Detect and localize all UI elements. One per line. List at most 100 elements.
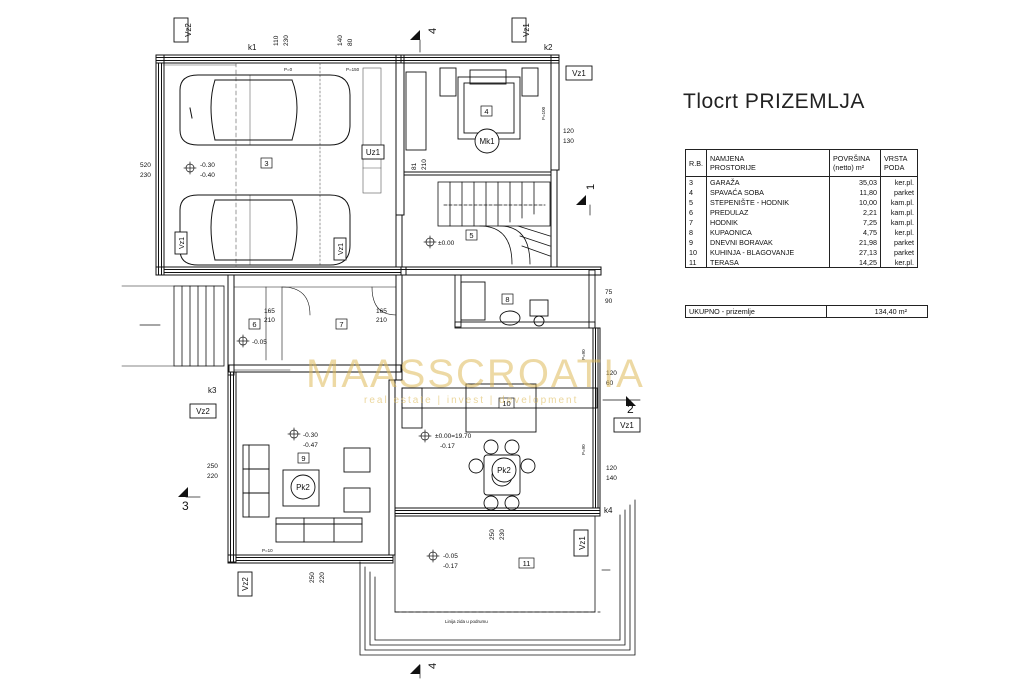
cell-area: 2,21 (829, 207, 881, 217)
total-label: UKUPNO - prizemlje (685, 305, 827, 318)
cell-rb: 8 (685, 227, 707, 237)
corner-k4: k4 (604, 506, 613, 515)
dim-230b: 230 (140, 172, 151, 179)
vz-top-left: Vz2 (184, 23, 193, 37)
dim-210c: 210 (376, 317, 387, 324)
room-8-label: 8 (505, 295, 509, 304)
dim-80: 80 (347, 38, 354, 46)
cell-floor: kam.pl. (880, 217, 918, 227)
level-kitchen-2: -0.17 (440, 443, 455, 450)
cell-area: 4,75 (829, 227, 881, 237)
vz-right-2: Vz1 (620, 421, 634, 430)
cell-rb: 5 (685, 197, 707, 207)
total-table: UKUPNO - prizemlje 134,40 m² (685, 305, 928, 318)
section-arrows (178, 30, 636, 674)
cell-area: 10,00 (829, 197, 881, 207)
dim-250a: 250 (207, 463, 218, 470)
cell-name: TERASA (706, 257, 830, 268)
cell-area: 14,25 (829, 257, 881, 268)
cell-floor: parket (880, 237, 918, 247)
plan-title: Tlocrt PRIZEMLJA (683, 90, 865, 113)
car-top (179, 74, 351, 146)
cell-rb: 3 (685, 176, 707, 187)
cell-rb: 11 (685, 257, 707, 268)
cell-name: HODNIK (706, 217, 830, 227)
pk2-living-tag: Pk2 (296, 483, 310, 492)
cell-area: 11,80 (829, 187, 881, 197)
living-furniture (242, 444, 371, 543)
cell-rb: 9 (685, 237, 707, 247)
dim-230c: 230 (499, 529, 506, 540)
cell-name: SPAVAĆA SOBA (706, 187, 830, 197)
cell-floor: parket (880, 187, 918, 197)
cell-rb: 4 (685, 187, 707, 197)
room-11-label: 11 (523, 559, 531, 568)
pk2-kitchen-tag: Pk2 (497, 466, 511, 475)
room-4-label: 4 (484, 107, 488, 116)
cell-floor: ker.pl. (880, 176, 918, 187)
note-p10: P=10 (262, 548, 273, 553)
section-2: 2 (627, 402, 634, 416)
level-predulaz: -0.05 (252, 339, 267, 346)
section-3: 3 (182, 499, 189, 513)
dim-81: 81 (411, 162, 418, 170)
cell-name: KUPAONICA (706, 227, 830, 237)
note-p90a: P=90 (581, 349, 586, 360)
dim-110: 110 (273, 35, 280, 46)
header-floor: VRSTA PODA (880, 149, 918, 177)
dim-250b: 250 (489, 529, 496, 540)
level-living-2: -0.47 (303, 442, 318, 449)
level-garage-1: -0.30 (200, 162, 215, 169)
dim-120a: 120 (563, 128, 574, 135)
cell-rb: 7 (685, 217, 707, 227)
cell-area: 35,03 (829, 176, 881, 187)
terrace-outline (359, 499, 636, 656)
cell-area: 7,25 (829, 217, 881, 227)
dim-520: 520 (140, 162, 151, 169)
dim-120b: 120 (606, 370, 617, 377)
dim-220a: 220 (207, 473, 218, 480)
level-living-1: -0.30 (303, 432, 318, 439)
bath (454, 269, 596, 329)
dim-165a: 165 (264, 308, 275, 315)
vz-garage-b: Vz1 (338, 243, 345, 255)
note-p100: P=100 (541, 106, 546, 120)
room-6-label: 6 (252, 320, 256, 329)
vz-top-right: Vz1 (522, 23, 531, 37)
section-lines (139, 39, 641, 679)
vz-bottom: Vz2 (241, 577, 250, 591)
header-rb: R.B. (685, 149, 707, 177)
note-terrace: Linija zida u podrumu (445, 619, 488, 624)
level-stair: ±0.00 (438, 240, 455, 247)
room-table: R.B. NAMJENA PROSTORIJE POVRŠINA (netto)… (685, 149, 918, 268)
entry-walls (227, 274, 403, 381)
vz-right-1: Vz1 (572, 69, 586, 78)
room-table-header: R.B. NAMJENA PROSTORIJE POVRŠINA (netto)… (685, 149, 918, 177)
note-p0: P=0 (284, 67, 293, 72)
room-10-label: 10 (502, 399, 510, 408)
dim-210a: 210 (421, 159, 428, 170)
garage-door-frame (162, 62, 382, 268)
room-7-label: 7 (339, 320, 343, 329)
note-p90b: P=90 (581, 444, 586, 455)
total-value: 134,40 m² (826, 305, 928, 318)
vz-tags (173, 17, 641, 597)
cell-floor: ker.pl. (880, 227, 918, 237)
dim-220b: 220 (319, 572, 326, 583)
header-name: NAMJENA PROSTORIJE (706, 149, 830, 177)
cell-area: 21,98 (829, 237, 881, 247)
cell-area: 27,13 (829, 247, 881, 257)
note-p150: P=150 (346, 67, 360, 72)
dim-230: 230 (283, 35, 290, 46)
corner-k1: k1 (248, 43, 257, 52)
cell-rb: 10 (685, 247, 707, 257)
dim-130: 130 (563, 138, 574, 145)
